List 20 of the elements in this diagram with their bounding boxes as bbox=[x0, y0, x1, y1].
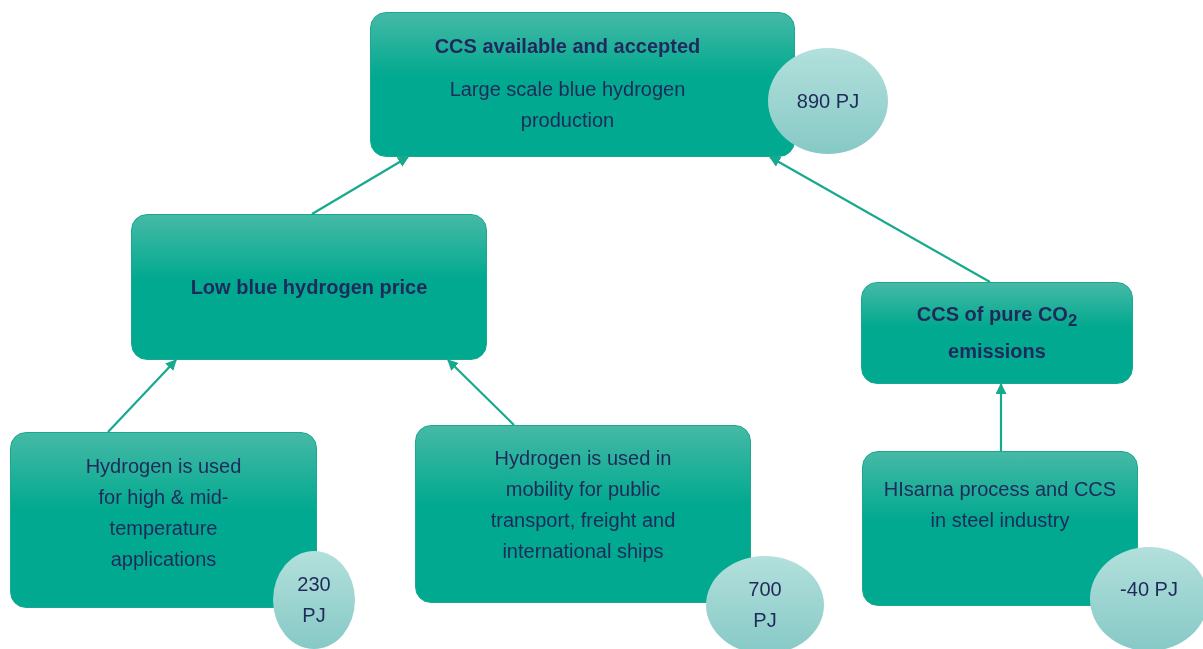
box-text: Hydrogen is used in mobility for public transport, freight and international ships bbox=[489, 446, 677, 564]
box-text: Large scale blue hydrogen production bbox=[448, 77, 687, 133]
value-label: 700 PJ bbox=[747, 577, 783, 633]
box-text: HIsarna process and CCS in steel industry bbox=[883, 477, 1117, 533]
box-text: CCS of pure CO$_{2}$ emissions bbox=[915, 302, 1079, 364]
process-box bbox=[415, 425, 751, 603]
arrow bbox=[995, 382, 1007, 451]
process-box bbox=[370, 12, 795, 157]
arrow bbox=[107, 359, 177, 433]
arrow bbox=[769, 156, 991, 283]
process-box bbox=[131, 214, 487, 360]
box-text: Low blue hydrogen price bbox=[190, 274, 428, 300]
arrow bbox=[311, 156, 409, 215]
value-label: 890 PJ bbox=[796, 88, 860, 114]
box-heading: CCS available and accepted bbox=[434, 34, 701, 59]
value-label: -40 PJ bbox=[1120, 576, 1178, 602]
process-box bbox=[861, 282, 1133, 384]
box-text: Hydrogen is used for high & mid-temperature applications bbox=[84, 454, 243, 572]
value-label: 230 PJ bbox=[296, 572, 332, 628]
arrow bbox=[447, 359, 515, 426]
